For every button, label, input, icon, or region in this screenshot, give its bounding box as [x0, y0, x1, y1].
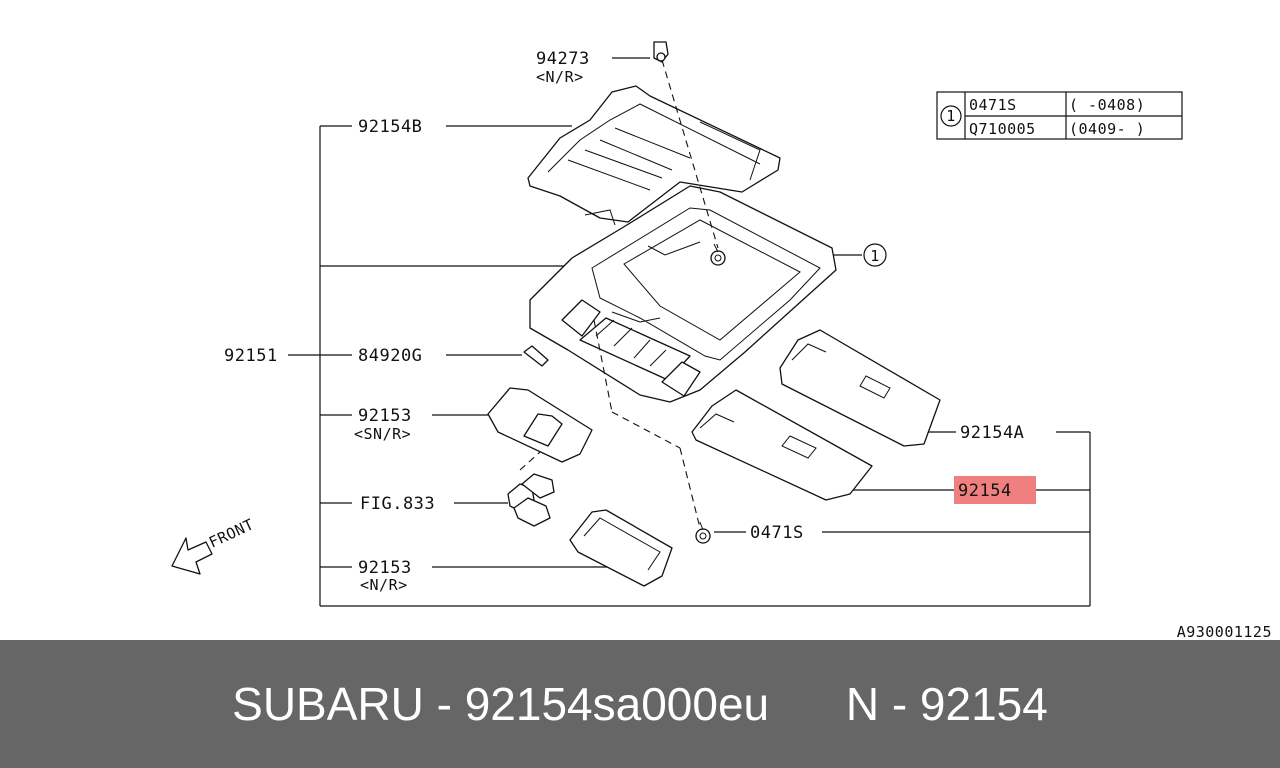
- legend-part-1: 0471S: [969, 96, 1017, 114]
- upper-frame-part: [527, 85, 781, 226]
- callout-84920g: 84920G: [358, 346, 422, 366]
- callout-0471s: 0471S: [750, 523, 804, 543]
- footer-title: SUBARU - 92154sa000eu N - 92154: [232, 678, 1048, 730]
- legend-range-2: (0409- ): [1069, 120, 1145, 138]
- highlight-92154: [954, 476, 1036, 504]
- callout-92153-b: 92153: [358, 558, 412, 578]
- callout-labels: 94273 <N/R> 92154B 92151 84920G 92153 <S…: [224, 49, 1036, 594]
- screw-0471s: [695, 521, 711, 544]
- callout-fig-833: FIG.833: [360, 494, 435, 514]
- legend-part-2: Q710005: [969, 120, 1036, 138]
- legend-table: 1 0471S ( -0408) Q710005 (0409- ): [936, 91, 1183, 140]
- svg-text:1: 1: [870, 247, 880, 265]
- callout-94273-note: <N/R>: [536, 68, 584, 86]
- switch-fig-833: [507, 473, 555, 527]
- clip-94273: [653, 41, 669, 63]
- callout-92153-b-note: <N/R>: [360, 576, 408, 594]
- callout-92154a: 92154A: [960, 423, 1024, 443]
- footer-bar: SUBARU - 92154sa000eu N - 92154: [0, 640, 1280, 768]
- map-lamp-sn-r: [487, 387, 593, 463]
- callout-92151: 92151: [224, 346, 278, 366]
- callout-92153-a-note: <SN/R>: [354, 425, 411, 443]
- callout-92154: 92154: [958, 481, 1012, 501]
- diagram-id: A930001125: [1177, 623, 1272, 640]
- legend-marker: 1: [946, 107, 956, 125]
- bulb-84920g: [523, 345, 549, 367]
- screw-ref-1: [710, 243, 726, 266]
- callout-92153-a: 92153: [358, 406, 412, 426]
- front-label: FRONT: [206, 515, 257, 551]
- front-arrow-icon: FRONT: [171, 515, 257, 575]
- dashed-leaders: [519, 59, 719, 529]
- legend-range-1: ( -0408): [1069, 96, 1145, 114]
- ref-1-marker: 1: [863, 243, 887, 267]
- overhead-console: [529, 185, 837, 403]
- lens-n-r: [569, 509, 673, 587]
- lid-92154a: [779, 329, 941, 447]
- bracket-lines: [288, 57, 1091, 607]
- callout-92154b: 92154B: [358, 117, 422, 137]
- lid-92154: [691, 389, 873, 501]
- parts-diagram: FRONT 1 94273 <N/R> 92154B 92151 84920G …: [171, 41, 1272, 640]
- callout-94273: 94273: [536, 49, 590, 69]
